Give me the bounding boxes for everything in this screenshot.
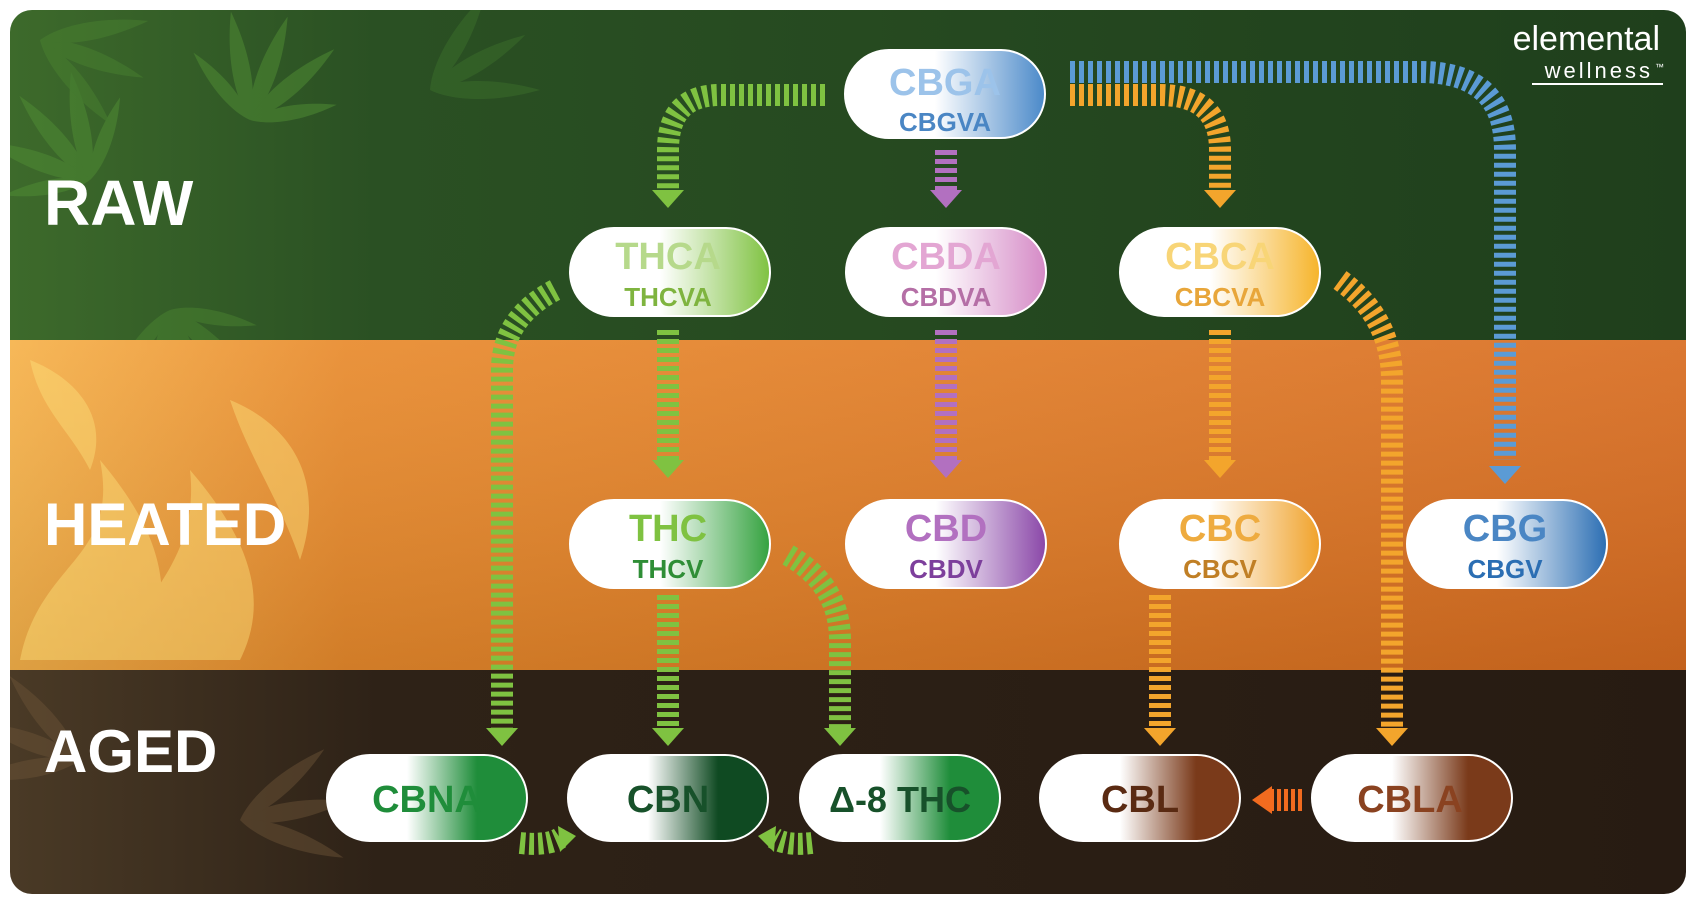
- arrowhead-cbg: [1489, 466, 1521, 484]
- compound-cbca-main: CBCA: [1165, 236, 1275, 278]
- arrowhead-d8thc: [824, 728, 856, 746]
- arrowhead-cbc: [1204, 460, 1236, 478]
- compound-cbna-main: CBNA: [372, 779, 482, 821]
- compound-cbl-main: CBL: [1101, 779, 1179, 821]
- arrowhead-cbn: [652, 728, 684, 746]
- arrow-cbna-cbn: [518, 828, 567, 855]
- compound-cbg-sub: CBGV: [1467, 554, 1543, 584]
- flame-icon: [20, 360, 310, 660]
- arrowheads: [486, 190, 1521, 852]
- compound-cbn-main: CBN: [627, 779, 709, 821]
- brand-tm: ™: [1655, 62, 1664, 72]
- compound-cbc-sub: CBCV: [1183, 554, 1257, 584]
- compound-cbc: CBC CBCV: [1119, 499, 1321, 589]
- arrow-cbga-thca: [657, 84, 825, 190]
- arrow-cbca-cbla: [1333, 271, 1403, 728]
- arrowhead-cbna: [486, 728, 518, 746]
- arrowhead-cbd: [930, 460, 962, 478]
- brand-line-1: elemental: [1513, 20, 1660, 58]
- arrow-cbga-cbca: [1070, 84, 1231, 190]
- compound-cbc-main: CBC: [1179, 508, 1261, 550]
- compound-cbl: CBL: [1039, 754, 1241, 842]
- band-label-aged: AGED: [44, 718, 217, 785]
- arrowhead-cbda: [930, 190, 962, 208]
- compound-cbg: CBG CBGV: [1406, 499, 1608, 589]
- arrow-cbga-cbg: [1070, 61, 1516, 460]
- compound-cbd: CBD CBDV: [845, 499, 1047, 589]
- compound-thca: THCA THCVA: [569, 227, 771, 317]
- compound-cbga-main: CBGA: [889, 62, 1001, 104]
- compound-cbg-main: CBG: [1463, 508, 1547, 550]
- raw-band: [10, 10, 1686, 340]
- arrowhead-thca: [652, 190, 684, 208]
- compound-cbn: CBN: [567, 754, 769, 842]
- compound-thca-main: THCA: [615, 236, 721, 278]
- arrowhead-cbca: [1204, 190, 1236, 208]
- compound-d8thc: Δ-8 THC: [799, 754, 1001, 842]
- compound-cbd-main: CBD: [905, 508, 987, 550]
- compound-thc: THC THCV: [569, 499, 771, 589]
- compound-cbd-sub: CBDV: [909, 554, 983, 584]
- compound-thca-sub: THCVA: [624, 282, 712, 312]
- arrowhead-cbla: [1376, 728, 1408, 746]
- arrowhead-cbl: [1144, 728, 1176, 746]
- compound-cbca-sub: CBCVA: [1175, 282, 1266, 312]
- compound-thc-sub: THCV: [633, 554, 704, 584]
- compound-cbda-sub: CBDVA: [901, 282, 992, 312]
- compound-cbca: CBCA CBCVA: [1119, 227, 1321, 317]
- arrowhead-cbna-cbn: [558, 826, 576, 852]
- compound-cbga-sub: CBGVA: [899, 107, 991, 137]
- arrow-d8thc-cbn: [767, 828, 814, 855]
- band-label-raw: RAW: [44, 167, 194, 239]
- brand-logo: elemental wellness ™: [1513, 20, 1664, 85]
- arrowhead-cbla-cbl: [1252, 786, 1272, 814]
- conversion-arrows: [491, 61, 1516, 855]
- compound-cbla-main: CBLA: [1357, 779, 1463, 821]
- brand-line-2: wellness: [1544, 58, 1653, 83]
- compound-d8thc-main: Δ-8 THC: [829, 779, 971, 820]
- compound-cbda-main: CBDA: [891, 236, 1001, 278]
- compound-cbla: CBLA: [1311, 754, 1513, 842]
- arrow-thc-d8thc: [782, 545, 851, 728]
- compound-cbga: CBGA CBGVA: [844, 49, 1046, 139]
- compound-cbna: CBNA: [326, 754, 528, 842]
- arrowhead-d8thc-cbn: [758, 826, 776, 852]
- compound-cbda: CBDA CBDVA: [845, 227, 1047, 317]
- arrowhead-thc: [652, 460, 684, 478]
- compound-thc-main: THC: [629, 508, 707, 550]
- arrow-thca-cbna: [491, 280, 561, 728]
- band-label-heated: HEATED: [44, 491, 286, 558]
